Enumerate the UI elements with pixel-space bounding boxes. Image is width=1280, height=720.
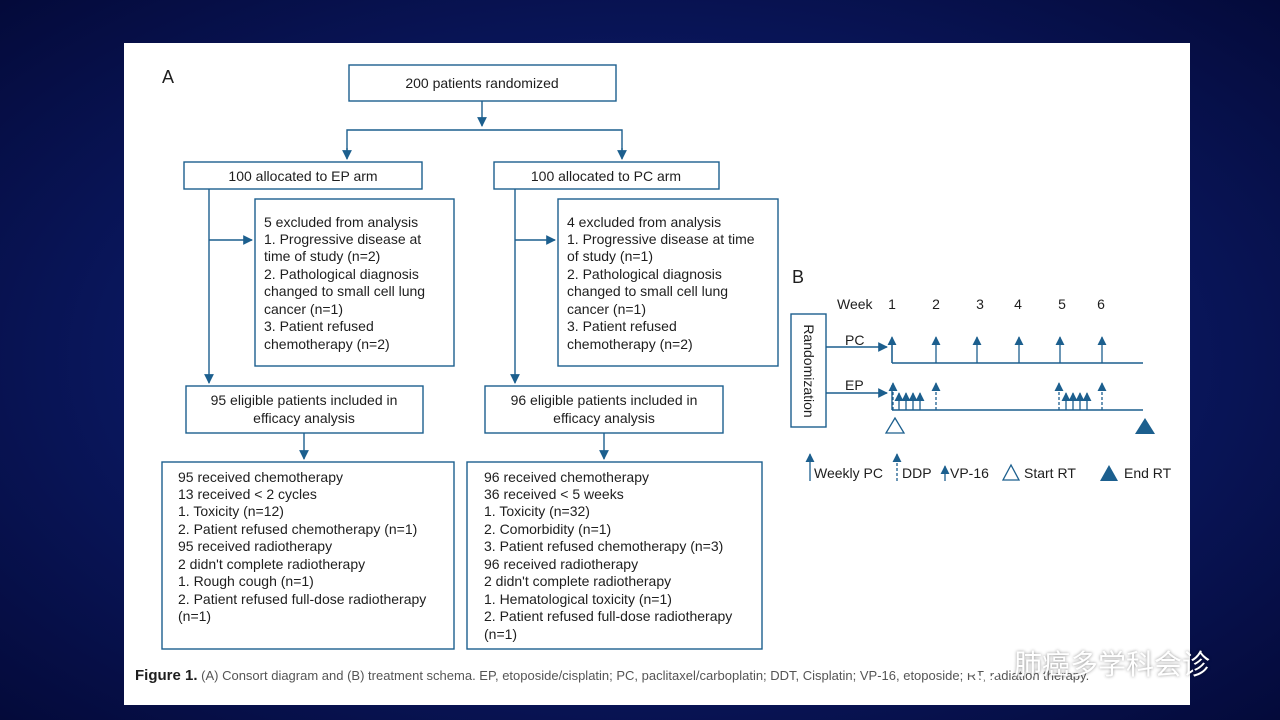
pc-received-line: 96 received radiotherapy <box>484 556 638 572</box>
ep-excluded-line: 3. Patient refused <box>264 318 374 334</box>
pc-excluded-line: chemotherapy (n=2) <box>567 336 693 352</box>
pc-allocated-text: 100 allocated to PC arm <box>531 168 681 184</box>
legend-ddp-label: DDP <box>902 465 932 481</box>
panel-b-label: B <box>792 267 804 287</box>
ep-received-line: 13 received < 2 cycles <box>178 486 317 502</box>
legend-start-rt-triangle <box>1001 463 1021 481</box>
pc-received-line: 1. Toxicity (n=32) <box>484 503 590 519</box>
ep-eligible-line: 95 eligible patients included in <box>211 392 398 408</box>
ep-allocated-text: 100 allocated to EP arm <box>228 168 377 184</box>
week-number: 6 <box>1097 296 1105 312</box>
ep-received-line: 2. Patient refused full-dose radiotherap… <box>178 591 426 607</box>
pc-received-line: 2. Patient refused full-dose radiotherap… <box>484 608 732 624</box>
start-rt-triangle <box>884 416 906 434</box>
ep-excluded-box <box>254 198 455 367</box>
ep-excluded-line: cancer (n=1) <box>264 301 343 317</box>
pc-received-box <box>466 461 763 650</box>
pc-excluded-line: changed to small cell lung <box>567 283 728 299</box>
connector <box>346 129 623 158</box>
pc-arm-label: PC <box>845 332 864 348</box>
ep-excluded-line: 2. Pathological diagnosis <box>264 266 419 282</box>
legend-weekly-pc-label: Weekly PC <box>814 465 883 481</box>
legend-vp16-label: VP-16 <box>950 465 989 481</box>
pc-excluded-line: of study (n=1) <box>567 248 653 264</box>
pc-excluded-box <box>557 198 779 367</box>
pc-excluded-line: cancer (n=1) <box>567 301 646 317</box>
pc-received-line: 96 received chemotherapy <box>484 469 649 485</box>
watermark: 肺癌多学科会诊 <box>950 641 1280 685</box>
pc-received-line: 2 didn't complete radiotherapy <box>484 573 671 589</box>
week-number: 3 <box>976 296 984 312</box>
ep-received-line: 1. Toxicity (n=12) <box>178 503 284 519</box>
pc-eligible-line: efficacy analysis <box>553 410 655 426</box>
ep-received-line: 2. Patient refused chemotherapy (n=1) <box>178 521 417 537</box>
pc-received-line: 36 received < 5 weeks <box>484 486 624 502</box>
ep-received-line: 1. Rough cough (n=1) <box>178 573 314 589</box>
ep-received-box <box>161 461 455 650</box>
legend: Weekly PC DDP VP-16 Start RT End RT <box>805 453 1172 481</box>
week-label: Week <box>837 296 874 312</box>
randomization-box <box>790 313 827 428</box>
treatment-schema: Week 1 2 3 4 5 6 PC EP Randomization <box>790 296 1172 481</box>
caption-text: (A) Consort diagram and (B) treatment sc… <box>201 668 1090 683</box>
ep-eligible-line: efficacy analysis <box>253 410 355 426</box>
pc-allocated-box <box>493 161 720 190</box>
pc-received-line: (n=1) <box>484 626 517 642</box>
ep-excluded-line: time of study (n=2) <box>264 248 380 264</box>
week-number: 1 <box>888 296 896 312</box>
slide: A B 200 patient <box>124 43 1190 705</box>
legend-start-rt-label: Start RT <box>1024 465 1076 481</box>
ep-received-line: 2 didn't complete radiotherapy <box>178 556 365 572</box>
end-rt-triangle <box>1135 418 1155 434</box>
legend-end-rt-label: End RT <box>1124 465 1172 481</box>
ep-excluded-line: changed to small cell lung <box>264 283 425 299</box>
week-number: 5 <box>1058 296 1066 312</box>
wechat-logo-icon <box>953 646 1000 680</box>
caption-bold: Figure 1. <box>135 667 198 684</box>
consort-diagram <box>161 64 779 650</box>
panel-a-label: A <box>162 67 174 87</box>
pc-excluded-line: 1. Progressive disease at time <box>567 231 755 247</box>
ep-received-line: 95 received radiotherapy <box>178 538 332 554</box>
ep-excluded-line: 1. Progressive disease at <box>264 231 421 247</box>
watermark-text: 肺癌多学科会诊 <box>1014 648 1211 681</box>
ep-received-line: 95 received chemotherapy <box>178 469 343 485</box>
pc-received-line: 2. Comorbidity (n=1) <box>484 521 611 537</box>
week-number: 4 <box>1014 296 1022 312</box>
randomization-text: Randomization <box>801 324 817 417</box>
pc-excluded-line: 3. Patient refused <box>567 318 677 334</box>
ep-excluded-line: 5 excluded from analysis <box>264 214 418 230</box>
pc-excluded-line: 4 excluded from analysis <box>567 214 721 230</box>
legend-end-rt-triangle <box>1100 465 1118 481</box>
ep-received-line: (n=1) <box>178 608 211 624</box>
pc-received-line: 1. Hematological toxicity (n=1) <box>484 591 672 607</box>
week-number: 2 <box>932 296 940 312</box>
figure-caption: Figure 1. (A) Consort diagram and (B) tr… <box>135 667 1185 684</box>
ep-excluded-line: chemotherapy (n=2) <box>264 336 390 352</box>
ep-allocated-box <box>183 161 423 190</box>
pc-eligible-line: 96 eligible patients included in <box>511 392 698 408</box>
ep-arm-label: EP <box>845 377 864 393</box>
randomized-text: 200 patients randomized <box>405 75 558 91</box>
pc-received-line: 3. Patient refused chemotherapy (n=3) <box>484 538 723 554</box>
pc-excluded-line: 2. Pathological diagnosis <box>567 266 722 282</box>
figure-diagram: A B 200 patient <box>161 64 1172 650</box>
